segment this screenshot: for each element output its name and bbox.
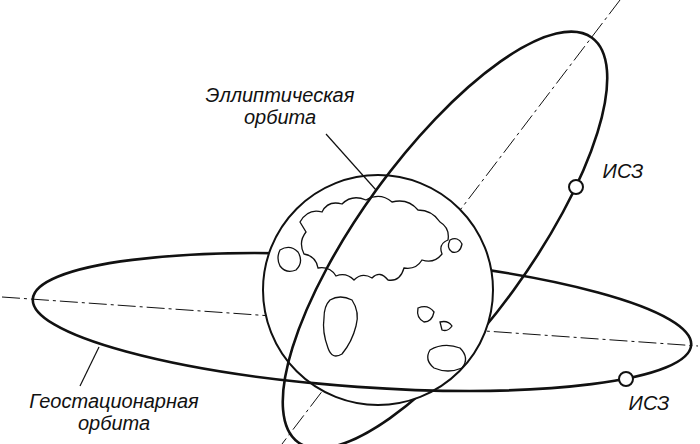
leader-line <box>80 347 99 386</box>
leader-line <box>326 134 376 190</box>
satellite-label: ИСЗ <box>614 392 684 414</box>
earth <box>263 175 493 405</box>
orbit-label: Эллиптическая орбита <box>190 84 370 128</box>
satellite-label: ИСЗ <box>588 160 658 182</box>
satellite <box>569 180 583 194</box>
geostationary-orbit-front <box>28 234 695 410</box>
continents <box>278 196 466 371</box>
elliptical-orbit <box>229 0 660 444</box>
satellite <box>619 372 633 386</box>
elliptical-orbit-front <box>229 0 660 444</box>
orbit-label: Геостационарная орбита <box>14 390 214 434</box>
